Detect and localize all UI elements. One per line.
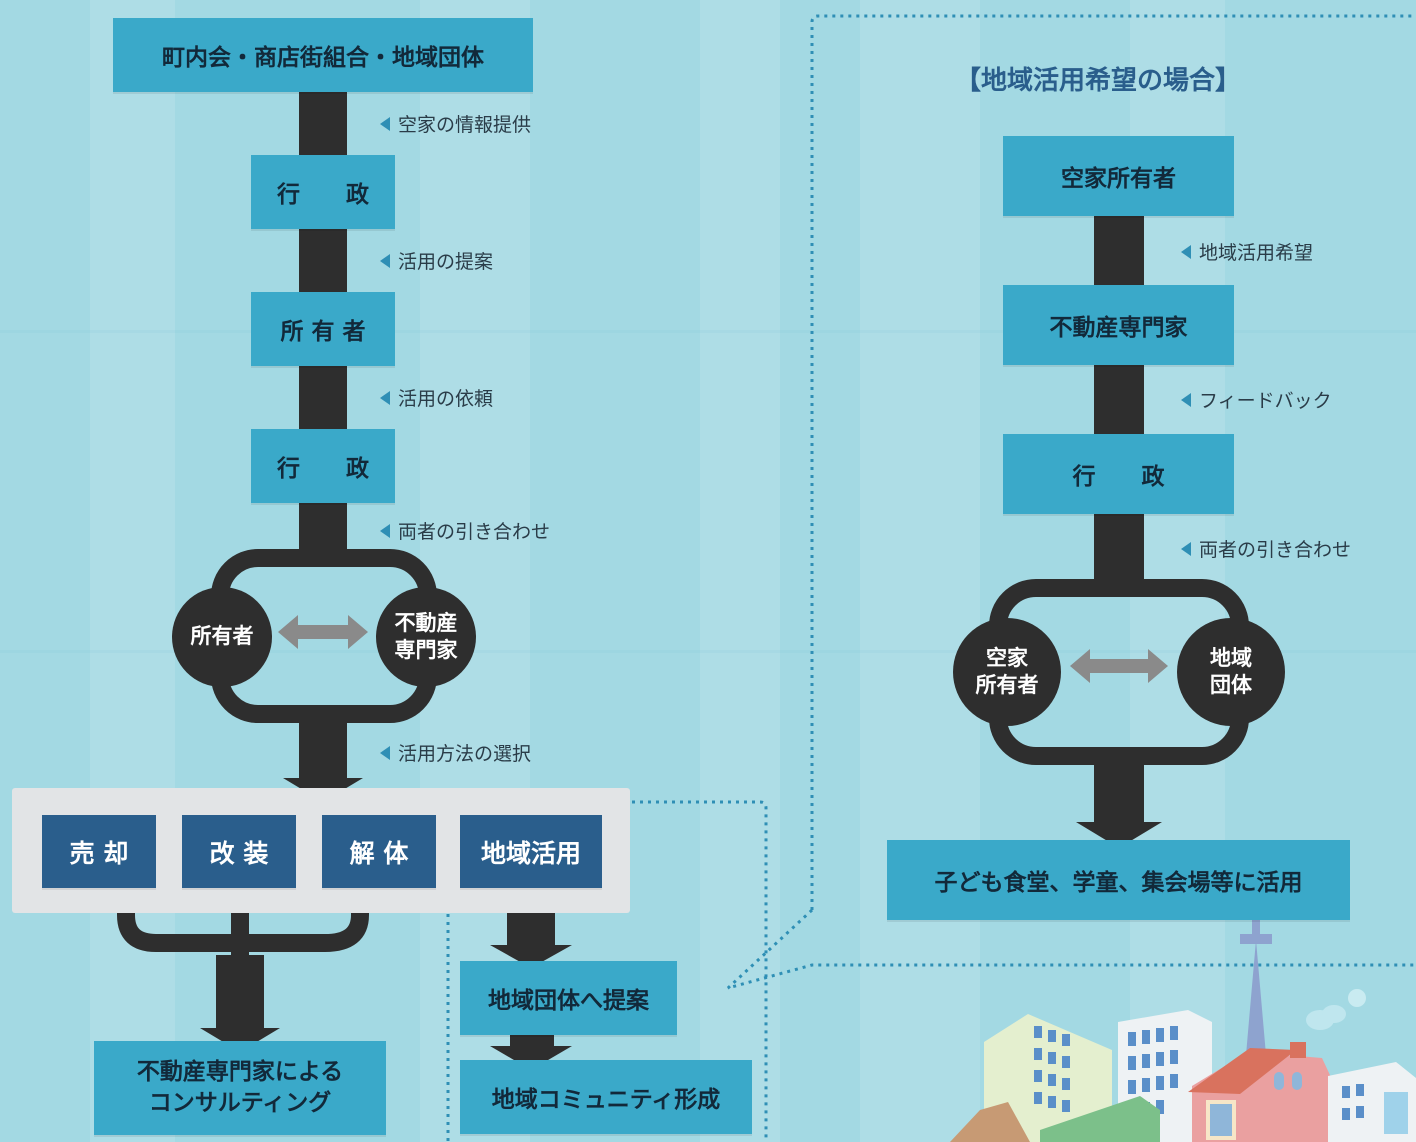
option-demolish: 解 体: [322, 815, 436, 888]
step-label-community-use-wish: 地域活用希望: [1181, 238, 1313, 265]
circle-vacant-owner: 空家 所有者: [953, 618, 1061, 726]
step-label-request: 活用の依頼: [380, 384, 493, 411]
box-gyousei-1: 行 政: [251, 155, 395, 229]
triangle-icon: [380, 390, 390, 405]
triangle-icon: [1181, 392, 1191, 407]
label-text: 空家の情報提供: [398, 114, 532, 136]
label-text: フィードバック: [1199, 390, 1332, 412]
circle-real-estate-expert: 不動産 専門家: [376, 587, 476, 687]
top-box-community-groups: 町内会・商店街組合・地域団体: [113, 18, 533, 92]
triangle-icon: [380, 523, 390, 538]
step-label-method-selection: 活用方法の選択: [380, 739, 531, 766]
option-renovate: 改 装: [182, 815, 296, 888]
step-label-introduction: 両者の引き合わせ: [380, 517, 550, 544]
circle-owner: 所有者: [172, 587, 272, 687]
option-community-use: 地域活用: [460, 815, 602, 888]
label-text: 両者の引き合わせ: [398, 521, 551, 543]
box-gyousei-right: 行 政: [1003, 434, 1234, 514]
step-label-introduction-right: 両者の引き合わせ: [1181, 535, 1351, 562]
box-gyousei-2: 行 政: [251, 429, 395, 503]
triangle-icon: [1181, 244, 1191, 259]
box-owner: 所 有 者: [251, 292, 395, 366]
label-text: 活用の依頼: [398, 388, 494, 410]
label-text: 活用方法の選択: [398, 743, 532, 765]
triangle-icon: [380, 116, 390, 131]
box-real-estate-expert: 不動産専門家: [1003, 285, 1234, 365]
community-box: 地域コミュニティ形成: [460, 1060, 752, 1134]
right-flow-title: 【地域活用希望の場合】: [955, 66, 1242, 96]
step-label-vacancy-info: 空家の情報提供: [380, 110, 531, 137]
triangle-icon: [1181, 541, 1191, 556]
step-label-feedback: フィードバック: [1181, 386, 1332, 413]
triangle-icon: [380, 745, 390, 760]
result-box: 子ども食堂、学童、集会場等に活用: [887, 840, 1350, 920]
option-sell: 売 却: [42, 815, 156, 888]
city-illustration: [950, 912, 1416, 1142]
circle-community-group: 地域 団体: [1177, 618, 1285, 726]
triangle-icon: [380, 253, 390, 268]
proposal-box: 地域団体へ提案: [460, 961, 677, 1035]
label-text: 活用の提案: [398, 251, 494, 273]
box-vacant-owner: 空家所有者: [1003, 136, 1234, 216]
consulting-box: 不動産専門家による コンサルティング: [94, 1041, 386, 1135]
label-text: 地域活用希望: [1199, 242, 1314, 264]
label-text: 両者の引き合わせ: [1199, 539, 1352, 561]
step-label-proposal: 活用の提案: [380, 247, 493, 274]
